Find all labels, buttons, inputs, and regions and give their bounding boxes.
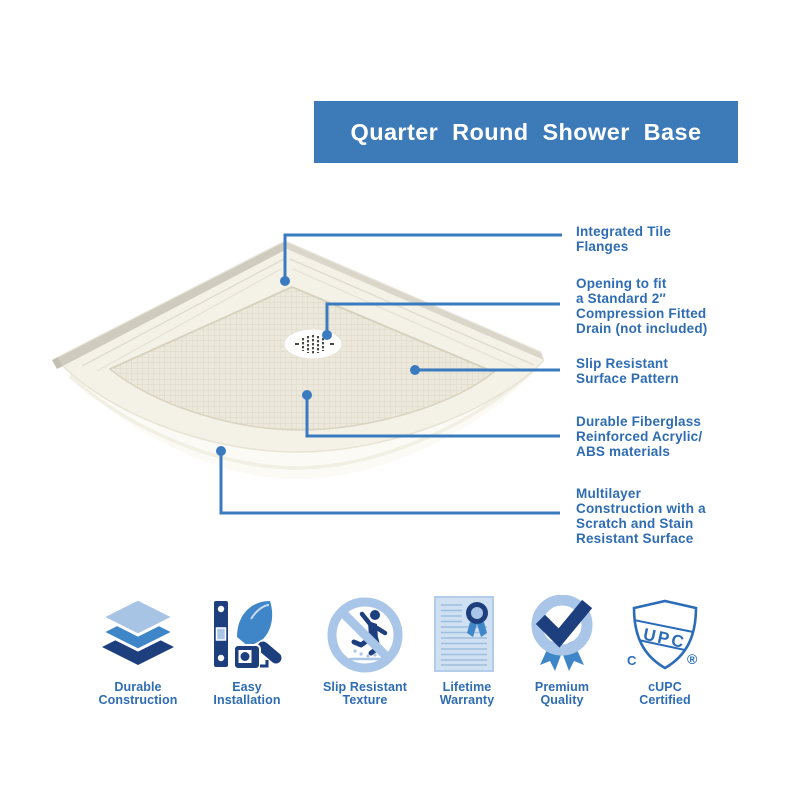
- callout-text-line: Integrated Tile: [576, 224, 672, 239]
- callout-text-line: a Standard 2″: [576, 291, 667, 306]
- callout-lines: [219, 233, 562, 515]
- no-slip-icon: [327, 597, 403, 673]
- feature-label-line: Warranty: [439, 692, 495, 707]
- feature-premium-quality: Premium Quality: [502, 594, 622, 706]
- award-ribbon-icon: [531, 595, 593, 671]
- feature-easy-installation: Easy Installation: [187, 594, 307, 706]
- registered-mark-text: ®: [687, 651, 698, 667]
- feature-cupc-certified: UPC C ® cUPC Certified: [605, 594, 725, 706]
- tile-flange: [52, 240, 544, 369]
- feature-durable-construction: Durable Construction: [78, 594, 198, 706]
- callout-text-line: Reinforced Acrylic/: [576, 429, 703, 444]
- feature-label-line: Slip Resistant: [322, 680, 408, 694]
- callout-text-line: Opening to fit: [576, 276, 667, 291]
- feature-label-line: Durable: [114, 680, 162, 694]
- feature-label-line: Texture: [342, 692, 388, 707]
- cupc-shield-icon: UPC C ®: [627, 599, 698, 670]
- callout-line-material: [305, 395, 560, 438]
- callout-text-line: Scratch and Stain: [576, 516, 694, 531]
- callout-text-line: Construction with a: [576, 501, 706, 516]
- feature-label-line: Easy: [232, 680, 262, 694]
- callout-text-line: Drain (not included): [576, 321, 708, 336]
- callout-text-line: Slip Resistant: [576, 356, 669, 371]
- callout-text-line: Multilayer: [576, 486, 642, 501]
- feature-label-line: Lifetime: [442, 680, 492, 694]
- callout-text-line: Surface Pattern: [576, 371, 679, 386]
- feature-label-line: Certified: [639, 692, 691, 707]
- callout-text-line: Resistant Surface: [576, 531, 694, 546]
- level-trowel-icon: [214, 601, 282, 670]
- callout-slip-surface: Slip Resistant Surface Pattern: [576, 356, 796, 386]
- callout-text-line: Durable Fiberglass: [576, 414, 702, 429]
- drain-cover: [283, 328, 343, 360]
- callout-text-line: ABS materials: [576, 444, 671, 459]
- callout-text-line: Flanges: [576, 239, 629, 254]
- feature-slip-resistant: Slip Resistant Texture: [305, 594, 425, 706]
- callout-multilayer: Multilayer Construction with a Scratch a…: [576, 486, 796, 546]
- callout-line-drain: [325, 302, 560, 335]
- callout-flanges: Integrated Tile Flanges: [576, 224, 796, 254]
- c-mark-text: C: [627, 653, 637, 668]
- callout-line-multilayer: [219, 451, 560, 515]
- feature-label-line: Quality: [540, 692, 584, 707]
- callout-text-line: Compression Fitted: [576, 306, 707, 321]
- callout-line-flange: [283, 233, 562, 281]
- feature-label-line: Installation: [213, 692, 281, 707]
- feature-lifetime-warranty: Lifetime Warranty: [407, 594, 527, 706]
- title-banner: Quarter Round Shower Base: [314, 101, 738, 163]
- page-title: Quarter Round Shower Base: [350, 118, 702, 145]
- callout-drain-opening: Opening to fit a Standard 2″ Compression…: [576, 276, 796, 336]
- feature-label-line: Construction: [98, 692, 178, 707]
- feature-label-line: Premium: [534, 680, 590, 694]
- callout-materials: Durable Fiberglass Reinforced Acrylic/ A…: [576, 414, 796, 459]
- shower-base-drawing: [52, 240, 545, 479]
- callout-dots: [216, 276, 420, 456]
- certificate-icon: [434, 596, 494, 672]
- layers-icon: [98, 597, 178, 665]
- feature-label-line: cUPC: [648, 680, 682, 694]
